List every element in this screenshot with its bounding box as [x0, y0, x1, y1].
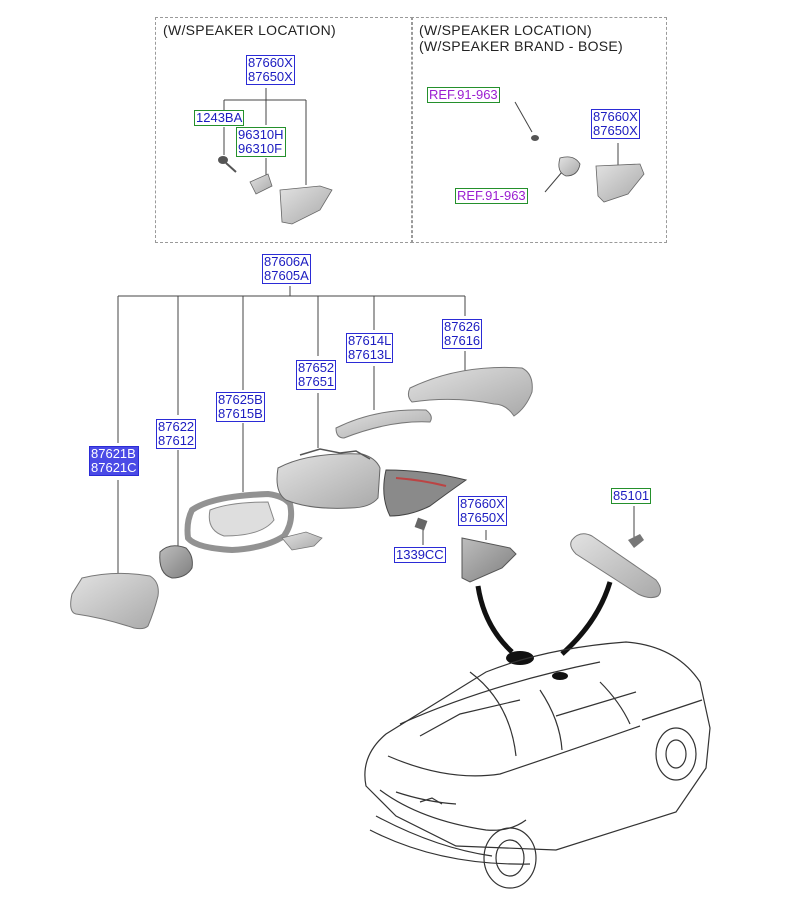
- holder-part: [184, 490, 295, 554]
- callout-code: 87614L: [348, 333, 392, 348]
- inset-right-frame: [411, 17, 667, 243]
- callout-code: 87650X: [460, 510, 505, 525]
- callout-code: 87621B: [91, 446, 136, 461]
- housing-part: [276, 453, 381, 509]
- callout-ref-91-963-bottom[interactable]: REF.91-963: [455, 188, 528, 204]
- callout-code: 87660X: [593, 109, 638, 124]
- inset-right-title-2: (W/SPEAKER BRAND - BOSE): [419, 38, 624, 54]
- scalp-cover-part: [407, 366, 533, 417]
- callout-code: 87606A: [264, 254, 309, 269]
- callout-code: 96310F: [238, 141, 283, 156]
- callout-ref-91-963-top[interactable]: REF.91-963: [427, 87, 500, 103]
- callout-code: 87660X: [460, 496, 505, 511]
- callout-code: 87625B: [218, 392, 263, 407]
- side-repeater-lamp-part: [335, 409, 432, 439]
- callout-inset-left-cover[interactable]: 87660X 87650X: [246, 55, 295, 85]
- callout-code: 87615B: [218, 406, 263, 421]
- callout-code: 87605A: [264, 268, 309, 283]
- callout-scalp[interactable]: 87626 87616: [442, 319, 483, 349]
- callout-code: 96310H: [238, 127, 284, 142]
- callout-inset-left-bolt[interactable]: 1243BA: [194, 110, 245, 126]
- callout-code: 87622: [158, 419, 195, 434]
- callout-holder[interactable]: 87625B 87615B: [216, 392, 265, 422]
- callout-code: 87612: [158, 433, 195, 448]
- callout-screw[interactable]: 1339CC: [394, 547, 446, 563]
- inset-left-parts: [218, 156, 333, 225]
- callout-code: 87621C: [91, 460, 137, 475]
- callout-housing[interactable]: 87652 87651: [296, 360, 337, 390]
- vehicle-outline: [364, 641, 711, 889]
- callout-lamp[interactable]: 87614L 87613L: [346, 333, 394, 363]
- callout-inset-left-speaker[interactable]: 96310H 96310F: [236, 127, 286, 157]
- callout-code: 87652: [298, 360, 335, 375]
- callout-code: 87626: [444, 319, 481, 334]
- actuator-part: [159, 545, 193, 579]
- inset-right-title-1: (W/SPEAKER LOCATION): [419, 22, 592, 38]
- callout-assembly[interactable]: 87606A 87605A: [262, 254, 311, 284]
- inside-rear-mirror-part: [570, 533, 662, 599]
- callout-code: 87650X: [248, 69, 293, 84]
- inset-right-parts: [514, 101, 645, 203]
- inset-left-title: (W/SPEAKER LOCATION): [163, 22, 336, 38]
- inset-left-frame: [155, 17, 413, 243]
- callout-glass[interactable]: 87621B 87621C: [89, 446, 139, 476]
- callout-code: 87651: [298, 374, 335, 389]
- leader-lines-left-inset: [223, 88, 307, 185]
- callout-actuator[interactable]: 87622 87612: [156, 419, 197, 449]
- callout-code: 87660X: [248, 55, 293, 70]
- callout-cover[interactable]: 87660X 87650X: [458, 496, 507, 526]
- callout-inside-mirror[interactable]: 85101: [611, 488, 652, 504]
- callout-inset-right-cover[interactable]: 87660X 87650X: [591, 109, 640, 139]
- callout-code: 87613L: [348, 347, 392, 362]
- mirror-glass-part: [70, 572, 159, 630]
- leader-lines-main: [117, 286, 635, 573]
- callout-code: 87616: [444, 333, 481, 348]
- callout-code: 87650X: [593, 123, 638, 138]
- base-part: [383, 469, 468, 517]
- mirror-cover-part: [461, 537, 517, 583]
